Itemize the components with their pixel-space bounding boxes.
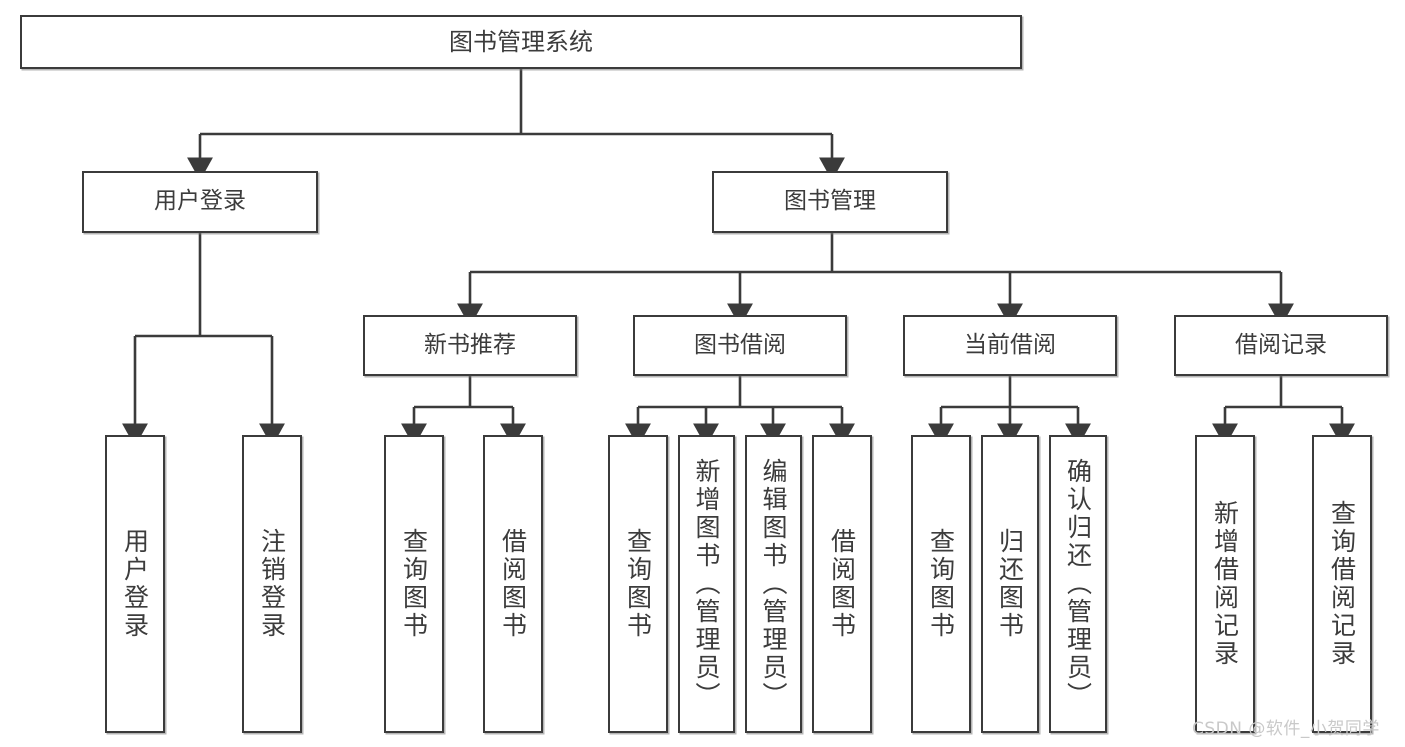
leaf-user-login-signout[interactable]: 注销登录	[242, 435, 302, 733]
node-label: 借阅图书	[498, 528, 528, 640]
node-label: 新增图书（管理员）	[692, 458, 721, 710]
leaf-borrow-query-book[interactable]: 查询图书	[608, 435, 668, 733]
leaf-current-confirm-return-admin[interactable]: 确认归还（管理员）	[1049, 435, 1107, 733]
node-label: 新增借阅记录	[1210, 500, 1240, 668]
node-borrow-record[interactable]: 借阅记录	[1174, 315, 1388, 376]
leaf-borrow-edit-book-admin[interactable]: 编辑图书（管理员）	[745, 435, 802, 733]
node-label: 查询图书	[399, 528, 429, 640]
node-current-borrow[interactable]: 当前借阅	[903, 315, 1117, 376]
node-label: 编辑图书（管理员）	[759, 458, 788, 710]
node-label: 用户登录	[120, 528, 150, 640]
leaf-user-login-signin[interactable]: 用户登录	[105, 435, 165, 733]
node-book-management[interactable]: 图书管理	[712, 171, 948, 233]
leaf-record-add-borrow-record[interactable]: 新增借阅记录	[1195, 435, 1255, 733]
node-label: 归还图书	[995, 528, 1025, 640]
node-label: 注销登录	[257, 528, 287, 640]
node-label: 查询图书	[926, 528, 956, 640]
node-label: 借阅记录	[1235, 331, 1327, 358]
leaf-borrow-add-book-admin[interactable]: 新增图书（管理员）	[678, 435, 735, 733]
node-label: 图书管理	[784, 188, 876, 215]
node-root-book-management-system[interactable]: 图书管理系统	[20, 15, 1022, 69]
node-user-login[interactable]: 用户登录	[82, 171, 318, 233]
node-label: 用户登录	[154, 188, 246, 215]
leaf-record-query-borrow-record[interactable]: 查询借阅记录	[1312, 435, 1372, 733]
leaf-borrow-borrow-book[interactable]: 借阅图书	[812, 435, 872, 733]
node-label: 图书管理系统	[449, 27, 593, 56]
node-new-book-recommend[interactable]: 新书推荐	[363, 315, 577, 376]
node-label: 图书借阅	[694, 331, 786, 358]
leaf-recommend-query-book[interactable]: 查询图书	[384, 435, 444, 733]
node-label: 确认归还（管理员）	[1063, 458, 1093, 710]
node-label: 当前借阅	[964, 331, 1056, 358]
node-label: 查询借阅记录	[1327, 500, 1357, 668]
leaf-current-query-book[interactable]: 查询图书	[911, 435, 971, 733]
leaf-recommend-borrow-book[interactable]: 借阅图书	[483, 435, 543, 733]
csdn-watermark: CSDN @软件_小贺同学	[1192, 719, 1380, 739]
leaf-current-return-book[interactable]: 归还图书	[981, 435, 1039, 733]
node-label: 查询图书	[623, 528, 653, 640]
node-book-borrow[interactable]: 图书借阅	[633, 315, 847, 376]
node-label: 借阅图书	[827, 528, 857, 640]
node-label: 新书推荐	[424, 331, 516, 358]
